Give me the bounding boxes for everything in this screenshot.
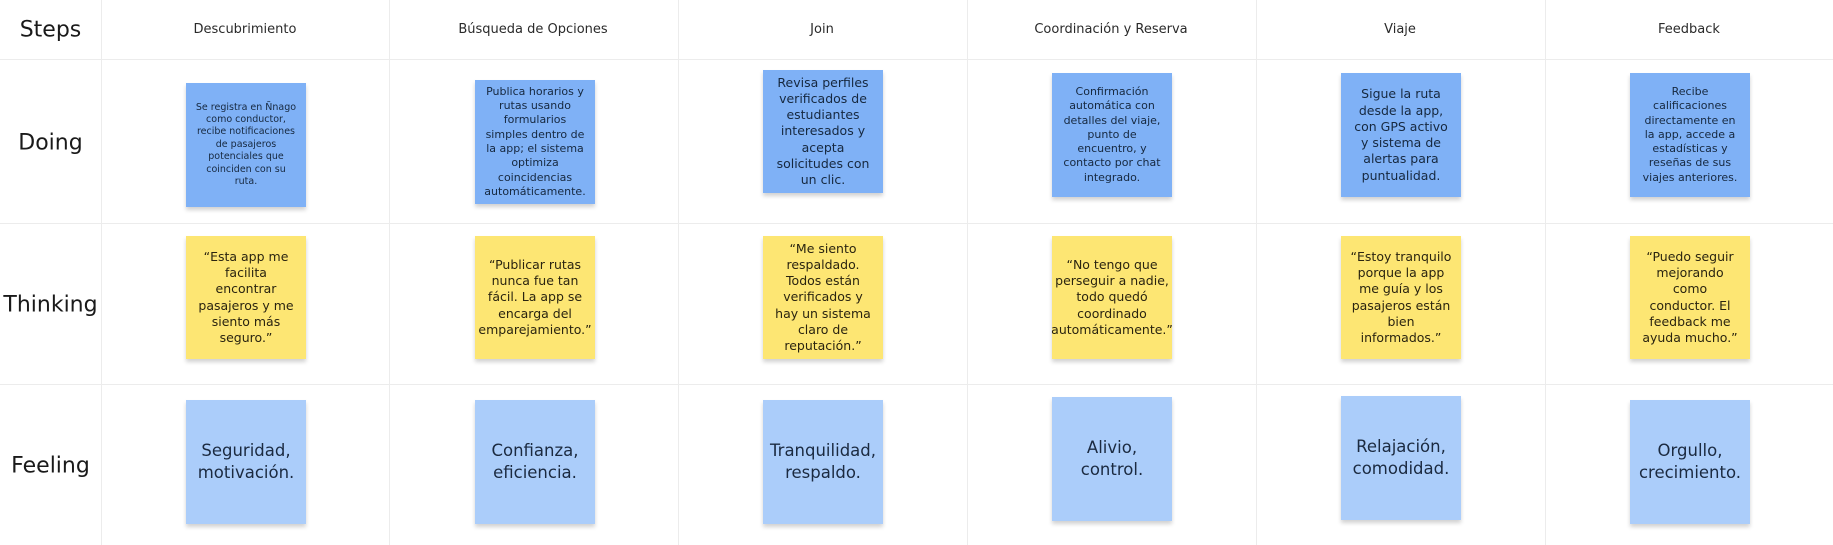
grid-divider [678, 0, 679, 545]
row-label-doing: Doing [18, 130, 83, 156]
grid-divider [967, 0, 968, 545]
doing-note-descubrimiento[interactable]: Se registra en Ñnago como conductor, rec… [186, 83, 306, 207]
feeling-note-feedback[interactable]: Orgullo, crecimiento. [1630, 400, 1750, 524]
doing-note-viaje[interactable]: Sigue la ruta desde la app, con GPS acti… [1341, 73, 1461, 197]
grid-divider [101, 0, 102, 545]
grid-divider [389, 0, 390, 545]
grid-divider [0, 223, 1833, 224]
thinking-note-coordinacion-y-reserva[interactable]: “No tengo que perseguir a nadie, todo qu… [1051, 236, 1173, 359]
feeling-note-viaje[interactable]: Relajación, comodidad. [1341, 396, 1461, 520]
steps-label: Steps [19, 17, 82, 43]
feeling-note-descubrimiento[interactable]: Seguridad, motivación. [186, 400, 306, 524]
column-header-descubrimiento: Descubrimiento [193, 22, 297, 37]
thinking-note-descubrimiento[interactable]: “Esta app me facilita encontrar pasajero… [186, 236, 306, 359]
row-label-thinking: Thinking [3, 292, 98, 318]
doing-note-busqueda-de-opciones[interactable]: Publica horarios y rutas usando formular… [475, 80, 595, 204]
feeling-note-coordinacion-y-reserva[interactable]: Alivio, control. [1052, 397, 1172, 521]
doing-note-join[interactable]: Revisa perfiles verificados de estudiant… [763, 70, 883, 193]
column-header-coordinacion-y-reserva: Coordinación y Reserva [1034, 22, 1188, 37]
column-header-join: Join [810, 22, 834, 37]
row-label-feeling: Feeling [11, 453, 90, 479]
thinking-note-join[interactable]: “Me siento respaldado. Todos están verif… [763, 236, 883, 359]
grid-divider [1545, 0, 1546, 545]
column-header-feedback: Feedback [1658, 22, 1720, 37]
doing-note-coordinacion-y-reserva[interactable]: Confirmación automática con detalles del… [1052, 73, 1172, 197]
grid-divider [1256, 0, 1257, 545]
grid-divider [0, 384, 1833, 385]
column-header-busqueda-de-opciones: Búsqueda de Opciones [458, 22, 608, 37]
column-header-viaje: Viaje [1384, 22, 1416, 37]
grid-divider [0, 59, 1833, 60]
feeling-note-busqueda-de-opciones[interactable]: Confianza, eficiencia. [475, 400, 595, 524]
feeling-note-join[interactable]: Tranquilidad, respaldo. [763, 400, 883, 524]
thinking-note-viaje[interactable]: “Estoy tranquilo porque la app me guía y… [1341, 236, 1461, 359]
doing-note-feedback[interactable]: Recibe calificaciones directamente en la… [1630, 73, 1750, 197]
thinking-note-feedback[interactable]: “Puedo seguir mejorando como conductor. … [1630, 236, 1750, 359]
thinking-note-busqueda-de-opciones[interactable]: “Publicar rutas nunca fue tan fácil. La … [475, 236, 595, 359]
